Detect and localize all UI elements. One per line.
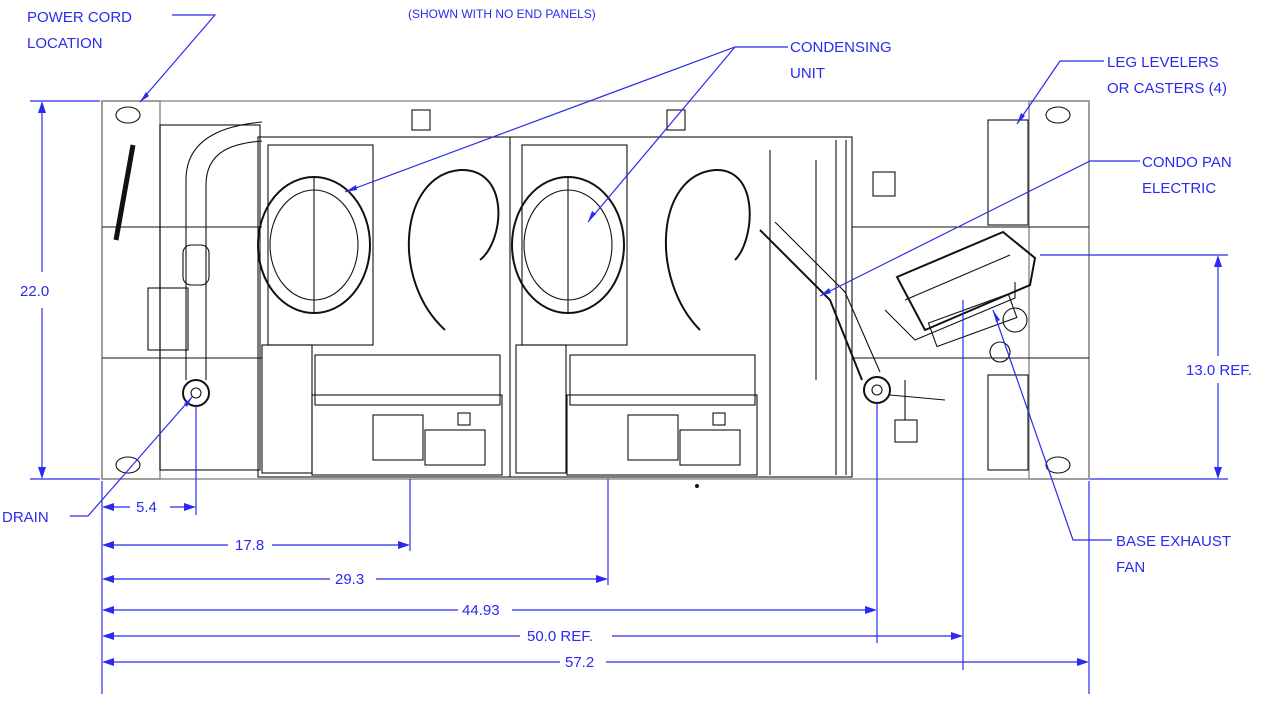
- dimension-height: 22.0: [20, 100, 100, 480]
- dimension-d4-value: 44.93: [462, 602, 500, 619]
- callout-power-cord: POWER CORD LOCATION: [27, 9, 217, 103]
- callout-leg-levelers: LEG LEVELERS OR CASTERS (4): [1016, 54, 1227, 125]
- callout-condo-pan: CONDO PAN ELECTRIC: [819, 154, 1232, 297]
- callout-condensing-line1: CONDENSING: [790, 39, 892, 56]
- dimension-d5-value: 50.0 REF.: [527, 628, 593, 645]
- drawing-note: (SHOWN WITH NO END PANELS): [408, 7, 596, 21]
- callout-base-exhaust-line1: BASE EXHAUST: [1116, 533, 1231, 550]
- dimension-d2: 17.8: [102, 537, 410, 554]
- dimension-pan-height-value: 13.0 REF.: [1186, 362, 1252, 379]
- callout-condensing-unit: CONDENSING UNIT: [344, 39, 892, 223]
- callout-drain: DRAIN: [2, 396, 193, 526]
- dimension-d4: 44.93: [102, 602, 877, 619]
- dimension-d5: 50.0 REF.: [102, 628, 963, 645]
- callout-condensing-line2: UNIT: [790, 65, 825, 82]
- machine-outline: [101, 100, 1090, 480]
- callout-condo-pan-line1: CONDO PAN: [1142, 154, 1232, 171]
- dimension-d1-value: 5.4: [136, 499, 157, 516]
- callout-base-exhaust-line2: FAN: [1116, 559, 1145, 576]
- dimension-d1: 5.4: [102, 499, 196, 516]
- callout-base-exhaust-fan: BASE EXHAUST FAN: [992, 309, 1231, 576]
- callout-power-cord-line1: POWER CORD: [27, 9, 132, 26]
- dimension-d6: 57.2: [102, 654, 1089, 671]
- dimension-height-value: 22.0: [20, 283, 49, 300]
- callout-leg-levelers-line1: LEG LEVELERS: [1107, 54, 1219, 71]
- dimension-d3-value: 29.3: [335, 571, 364, 588]
- dimension-pan-height: 13.0 REF.: [1040, 254, 1252, 480]
- callout-leg-levelers-line2: OR CASTERS (4): [1107, 80, 1227, 97]
- dimension-d6-value: 57.2: [565, 654, 594, 671]
- callout-drain-label: DRAIN: [2, 509, 49, 526]
- callout-power-cord-line2: LOCATION: [27, 35, 103, 52]
- dimension-baseline: [101, 300, 1090, 694]
- callout-condo-pan-line2: ELECTRIC: [1142, 180, 1216, 197]
- dimension-d3: 29.3: [102, 571, 608, 588]
- dimension-d2-value: 17.8: [235, 537, 264, 554]
